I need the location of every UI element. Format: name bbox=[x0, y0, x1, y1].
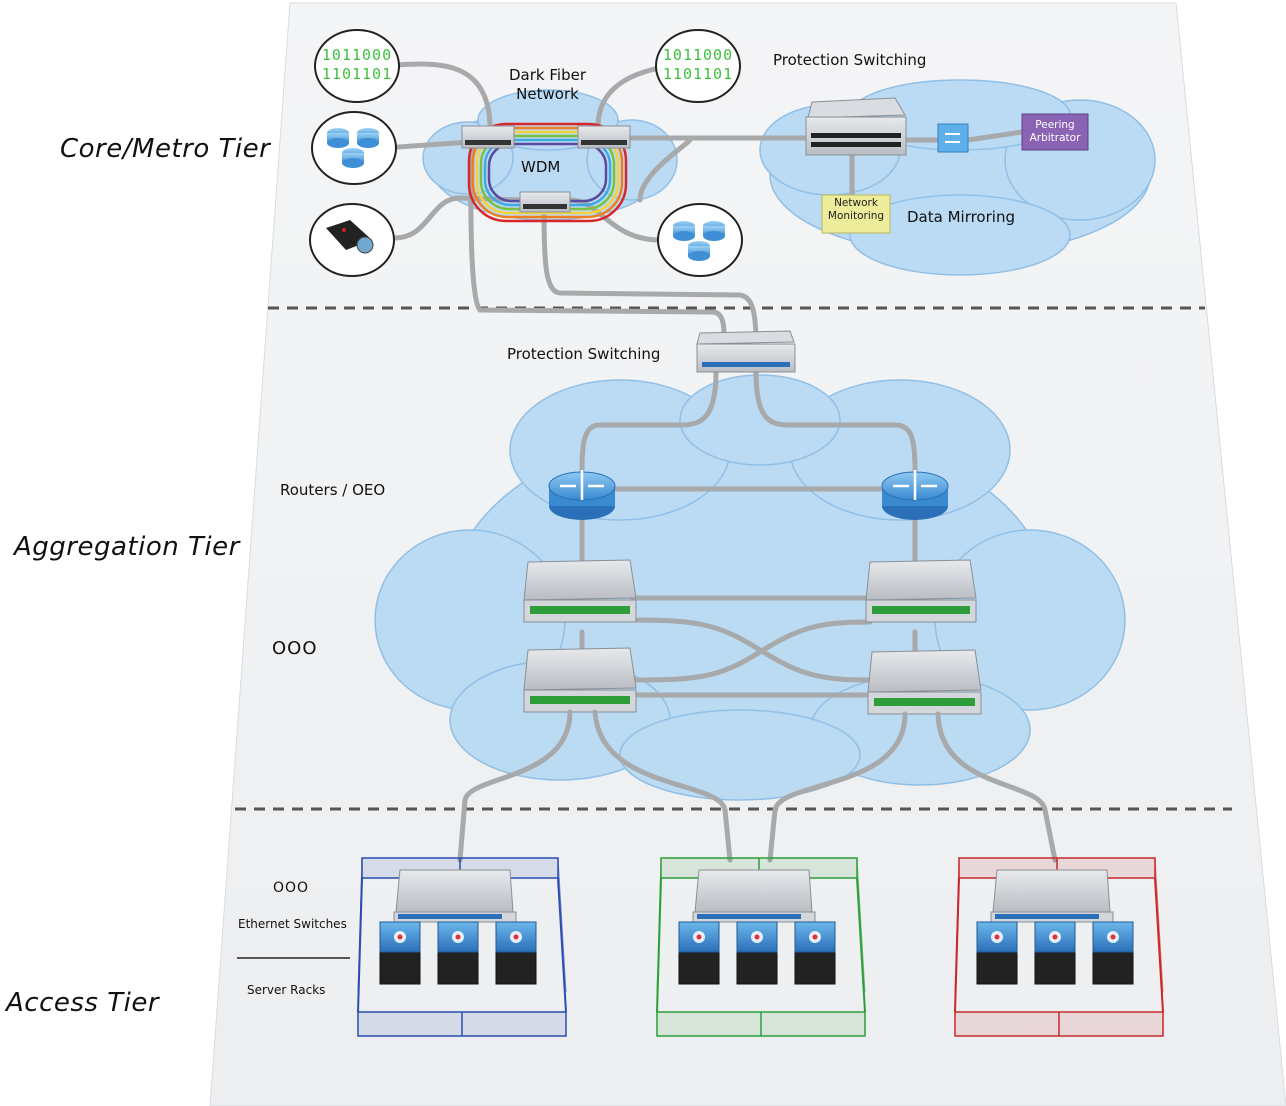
ethernet-switch[interactable] bbox=[393, 869, 517, 923]
protection-switching-core-label: Protection Switching bbox=[773, 51, 927, 69]
aggregation-fiber-links bbox=[579, 369, 918, 698]
binary-data-left-endpoint[interactable] bbox=[314, 29, 400, 103]
cage-post bbox=[1154, 877, 1164, 1013]
protection-switch-core[interactable] bbox=[805, 97, 907, 156]
cage-side-rail bbox=[656, 857, 662, 993]
ooo-switch-bottom-left[interactable] bbox=[523, 647, 637, 713]
database-icon bbox=[327, 128, 379, 168]
data-mirroring-label: Data Mirroring bbox=[907, 208, 1015, 226]
camera-icon bbox=[326, 220, 374, 254]
peering-line1: Peering bbox=[1035, 119, 1075, 131]
cage-side-rail bbox=[357, 857, 363, 993]
cage-side-rail bbox=[856, 857, 866, 993]
server-racks-label: Server Racks bbox=[247, 983, 326, 997]
router-right[interactable] bbox=[881, 470, 949, 520]
ooo-switch-bottom-right[interactable] bbox=[867, 649, 982, 715]
ooo-aggregation-label: OOO bbox=[272, 638, 318, 659]
server-rack[interactable] bbox=[794, 921, 836, 985]
binary-data-right-endpoint[interactable] bbox=[655, 29, 741, 103]
cage-post bbox=[557, 877, 567, 1013]
server-rack[interactable] bbox=[976, 921, 1018, 985]
storage-left-endpoint[interactable] bbox=[311, 111, 397, 185]
server-rack[interactable] bbox=[1034, 921, 1076, 985]
peering-line2: Arbitrator bbox=[1029, 132, 1081, 144]
routers-oeo-label: Routers / OEO bbox=[280, 481, 386, 499]
network-monitoring-box[interactable] bbox=[821, 194, 891, 234]
binary-left-text: 1011000 1101101 bbox=[318, 46, 396, 84]
cage-post bbox=[656, 877, 662, 1013]
access-cages bbox=[357, 857, 1164, 1037]
tier-label-aggregation: Aggregation Tier bbox=[14, 532, 240, 562]
ethernet-switches-label: Ethernet Switches bbox=[238, 917, 347, 931]
cage-green bbox=[656, 857, 866, 1037]
wdm-label: WDM bbox=[521, 158, 561, 176]
server-rack[interactable] bbox=[495, 921, 537, 985]
camera-endpoint[interactable] bbox=[309, 203, 395, 277]
network-monitoring-label: Network Monitoring bbox=[822, 197, 890, 223]
router-arrows-icon bbox=[893, 470, 937, 500]
server-rack[interactable] bbox=[437, 921, 479, 985]
wdm-node-bottom[interactable] bbox=[519, 191, 571, 213]
dark-fiber-line1: Dark Fiber bbox=[509, 66, 586, 84]
server-rack[interactable] bbox=[736, 921, 778, 985]
server-rack[interactable] bbox=[1092, 921, 1134, 985]
cage-red bbox=[954, 857, 1164, 1037]
network-monitoring-line1: Network bbox=[834, 197, 878, 209]
server-rack[interactable] bbox=[678, 921, 720, 985]
router-left[interactable] bbox=[548, 470, 616, 520]
dark-fiber-label: Dark Fiber Network bbox=[500, 66, 595, 104]
network-monitoring-line2: Monitoring bbox=[827, 210, 885, 222]
cage-side-rail bbox=[954, 857, 960, 993]
router-arrows-icon bbox=[560, 470, 604, 500]
ooo-access-label: OOO bbox=[273, 880, 310, 896]
binary-left-line2: 1101101 bbox=[321, 65, 393, 83]
cage-post bbox=[357, 877, 363, 1013]
core-fiber-links bbox=[391, 61, 1025, 338]
cage-post bbox=[856, 877, 866, 1013]
wdm-node-right[interactable] bbox=[577, 125, 631, 149]
ethernet-switch[interactable] bbox=[692, 869, 816, 923]
binary-right-line2: 1101101 bbox=[662, 65, 734, 83]
ethernet-switch[interactable] bbox=[990, 869, 1114, 923]
cage-blue bbox=[357, 857, 567, 1037]
storage-right-endpoint[interactable] bbox=[657, 203, 743, 277]
tier-label-core: Core/Metro Tier bbox=[60, 134, 271, 164]
server-rack[interactable] bbox=[379, 921, 421, 985]
cage-side-rail bbox=[1154, 857, 1164, 993]
protection-switch-aggregation[interactable] bbox=[696, 330, 796, 373]
access-fiber-links bbox=[457, 709, 1058, 863]
tier-label-access: Access Tier bbox=[6, 988, 160, 1018]
binary-right-text: 1011000 1101101 bbox=[659, 46, 737, 84]
peering-arbitrator-label: Peering Arbitrator bbox=[1022, 119, 1088, 145]
mirror-splitter-icon[interactable] bbox=[937, 123, 969, 153]
wdm-node-left[interactable] bbox=[461, 125, 515, 149]
dark-fiber-line2: Network bbox=[516, 85, 579, 103]
binary-right-line1: 1011000 bbox=[662, 46, 734, 64]
binary-left-line1: 1011000 bbox=[321, 46, 393, 64]
ooo-switch-top-right[interactable] bbox=[865, 559, 977, 623]
peering-arbitrator-box[interactable] bbox=[1021, 113, 1089, 151]
ooo-switch-top-left[interactable] bbox=[523, 559, 637, 623]
database-icon bbox=[673, 221, 725, 261]
cage-side-rail bbox=[557, 857, 567, 993]
protection-switching-aggregation-label: Protection Switching bbox=[507, 345, 661, 363]
cage-post bbox=[954, 877, 960, 1013]
